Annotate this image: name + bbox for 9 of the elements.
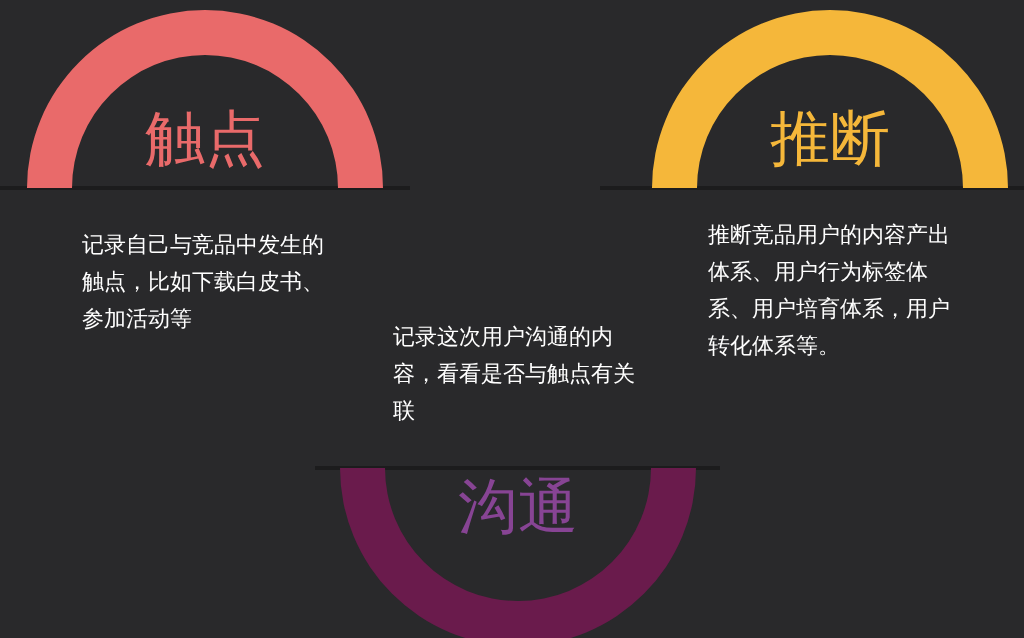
heading: 沟通 [457, 470, 579, 543]
description-text: 推断竞品用户的内容产出体系、用户行为标签体系、用户培育体系，用户转化体系等。 [708, 221, 951, 360]
semicircle-band [27, 10, 383, 188]
semicircle-band [340, 468, 696, 638]
description-text: 记录这次用户沟通的内容，看看是否与触点有关联 [393, 323, 636, 425]
semicircle-band [652, 10, 1008, 188]
heading: 推断 [769, 102, 891, 175]
description-text: 记录自己与竞品中发生的触点，比如下载白皮书、参加活动等 [82, 231, 325, 333]
heading: 触点 [144, 102, 266, 175]
